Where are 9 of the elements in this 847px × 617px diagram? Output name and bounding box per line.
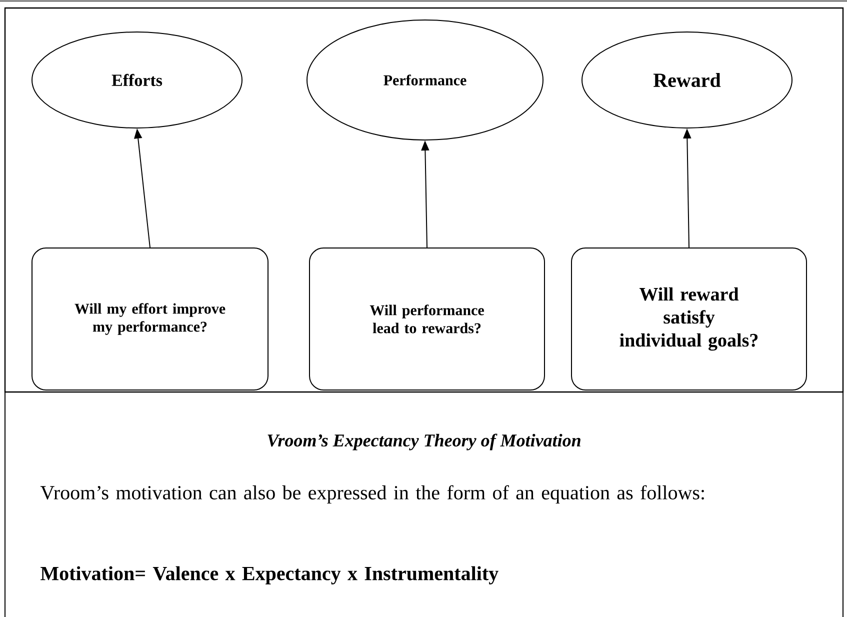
body-text: Vroom’s motivation can also be expressed in the form of an equation as follows: xyxy=(40,485,704,504)
ellipse-node: Efforts xyxy=(32,32,242,128)
ellipse-node: Reward xyxy=(582,32,792,128)
question-box: Will performance lead to rewards? xyxy=(309,248,545,390)
equation-text: Motivation= Valence x Expectancy x Instrumentality xyxy=(40,566,498,584)
question-box: Will reward satisfy individual goals? xyxy=(571,248,807,390)
ellipse-node: Performance xyxy=(306,20,544,140)
question-box: Will my effort improve my performance? xyxy=(32,248,268,390)
caption: Vroom’s Expectancy Theory of Motivation xyxy=(268,434,580,450)
